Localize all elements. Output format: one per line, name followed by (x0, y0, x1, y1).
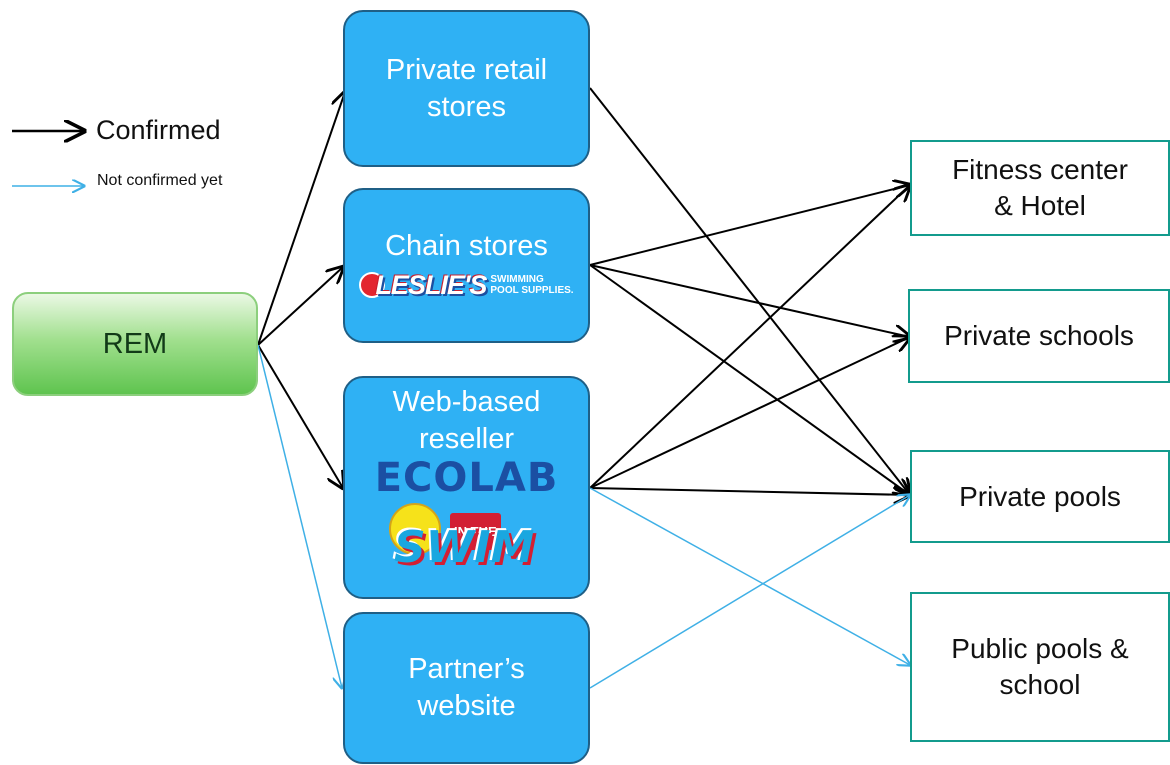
node-private-pools-label: Private pools (959, 480, 1121, 512)
node-private-retail-stores[interactable]: Private retail stores (343, 10, 590, 167)
node-private-schools[interactable]: Private schools (908, 289, 1170, 383)
leslies-logo-text: LESLIE'S (375, 269, 487, 300)
edge-web-pools (589, 488, 910, 495)
edge-web-fitness (589, 185, 910, 489)
node-private-retail-stores-label: Private retail stores (385, 53, 548, 123)
edge-rem-partner (257, 344, 342, 688)
node-public-pools-school[interactable]: Public pools & school (910, 592, 1170, 742)
node-private-schools-label: Private schools (944, 320, 1134, 351)
node-chain-stores[interactable]: Chain stores LESLIE'S SWIMMING POOL SUPP… (343, 188, 590, 343)
node-partners-website-label: Partner’s website (408, 653, 525, 722)
legend-not-confirmed-label: Not confirmed yet (97, 172, 223, 189)
node-fitness-center-hotel[interactable]: Fitness center & Hotel (910, 140, 1170, 236)
node-partners-website[interactable]: Partner’s website (343, 612, 590, 764)
in-the-swim-sun (389, 503, 441, 555)
node-private-pools[interactable]: Private pools (910, 450, 1170, 543)
node-public-pools-school-label: Public pools & school (951, 633, 1129, 700)
in-the-swim-main-text: SWIM (394, 522, 535, 573)
edge-web-public (589, 487, 910, 665)
ecolab-logo: ECOLAB (374, 455, 559, 501)
edge-retail-pools (589, 87, 910, 495)
legend-confirmed-label: Confirmed (96, 115, 221, 145)
edge-rem-retail (257, 92, 345, 346)
node-chain-stores-label: Chain stores (385, 229, 548, 262)
node-rem-label: REM (102, 327, 168, 360)
leslies-logo-subtext: SWIMMING POOL SUPPLIES. (490, 274, 574, 296)
leslies-logo-mark (359, 272, 386, 298)
edge-chain-fitness (589, 185, 910, 266)
edge-web-schools (589, 337, 910, 489)
edge-chain-pools (589, 264, 910, 495)
leslies-logo: LESLIE'S SWIMMING POOL SUPPLIES. (359, 267, 574, 304)
node-web-based-reseller-label: Web-based reseller (392, 386, 541, 455)
node-fitness-center-hotel-label: Fitness center & Hotel (952, 154, 1128, 221)
node-web-based-reseller[interactable]: Web-based reseller ECOLAB IN THE SWIM (343, 376, 590, 599)
edge-chain-schools (589, 264, 910, 337)
in-the-swim-top-text: IN THE (450, 513, 501, 550)
edge-rem-web (257, 344, 343, 488)
node-rem[interactable]: REM (12, 292, 258, 396)
edge-partner-pools (589, 495, 910, 689)
edge-rem-chain (257, 267, 343, 346)
in-the-swim-logo: IN THE SWIM (384, 501, 549, 587)
